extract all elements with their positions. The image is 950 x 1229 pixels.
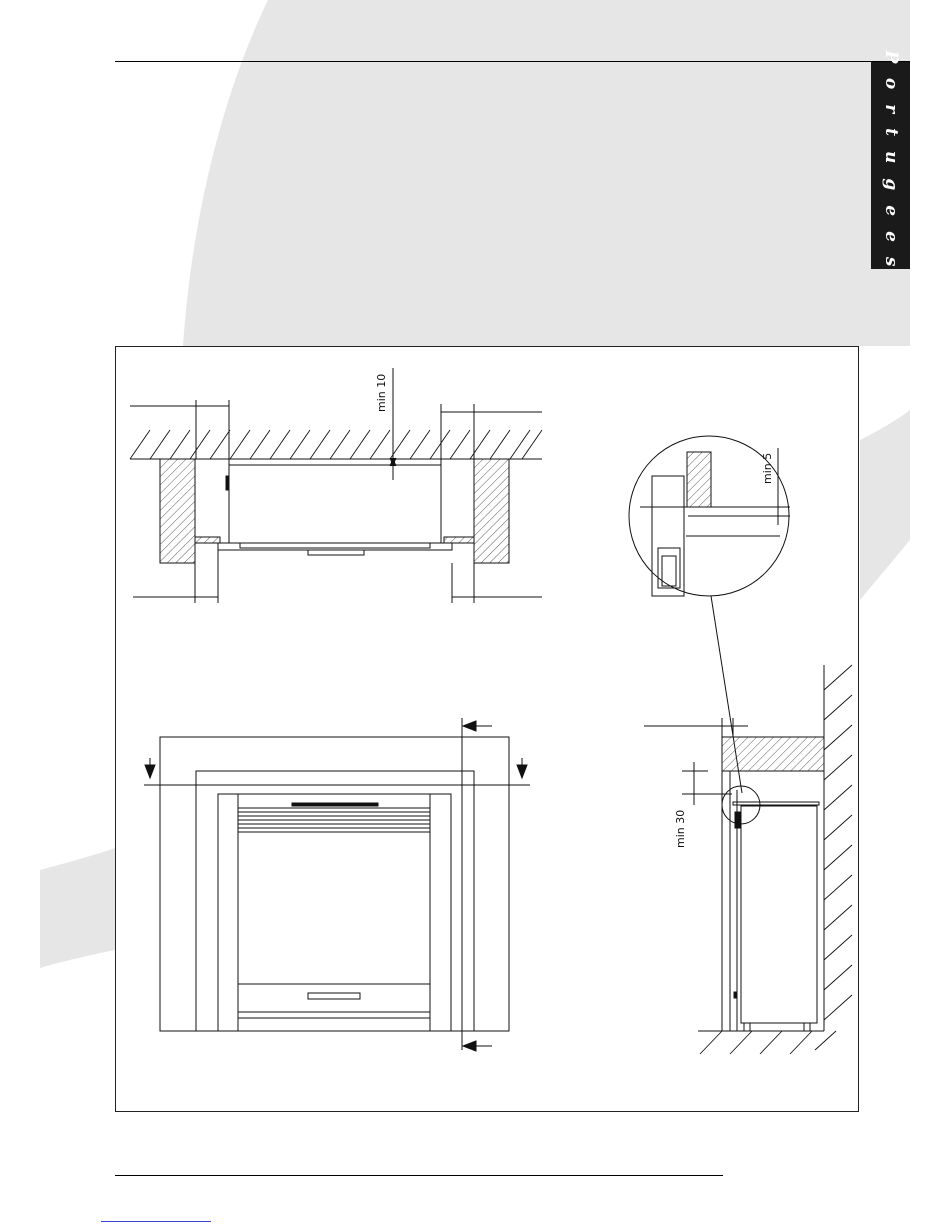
detail-gap-label: min 5 <box>761 453 774 484</box>
footer-rule <box>115 1175 723 1176</box>
plan-view <box>130 368 542 603</box>
top-gap-label: min 10 <box>375 374 388 412</box>
side-view <box>644 665 852 1054</box>
footer-link-underline[interactable] <box>101 1209 211 1222</box>
front-view <box>144 718 530 1051</box>
side-gap-label: min 30 <box>674 810 687 848</box>
